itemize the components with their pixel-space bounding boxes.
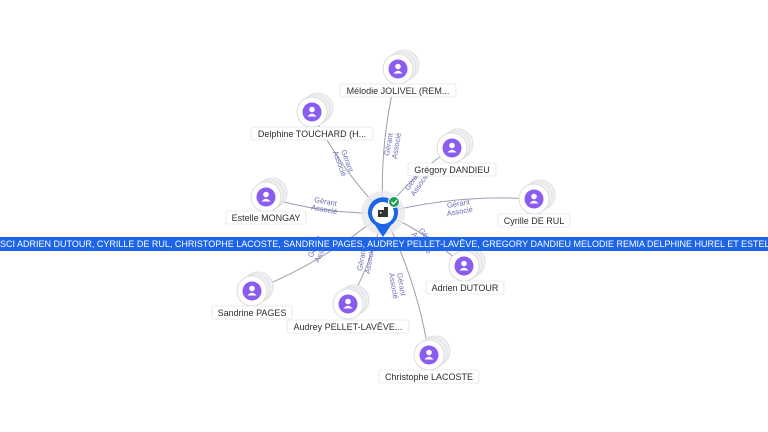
check-badge-icon [388,196,400,208]
role-associe: Associé [387,272,400,299]
person-icon [256,187,276,207]
person-node-estelle[interactable]: Estelle MONGAY [225,177,307,225]
person-icon [302,102,322,122]
role-gerant: Gérant [382,131,395,156]
person-icon [419,345,439,365]
role-gerant: Gérant [314,195,339,208]
company-name: SCI ADRIEN DUTOUR, CYRILLE DE RUL, CHRIS… [0,239,768,249]
person-name: Cyrille DE RUL [504,216,565,226]
person-icon [388,59,408,79]
person-icon [442,138,462,158]
company-node[interactable] [361,191,405,237]
role-gerant: Gérant [355,246,368,271]
person-name: Delphine TOUCHARD (H... [258,129,366,139]
role-associe: Associé [363,247,376,274]
person-name: Adrien DUTOUR [432,283,499,293]
person-icon [242,281,262,301]
person-icon [524,189,544,209]
person-name: Christophe LACOSTE [385,372,473,382]
building-icon [378,207,388,217]
person-name: Grégory DANDIEU [414,165,490,175]
person-icon [454,256,474,276]
person-node-melodie[interactable]: Mélodie JOLIVEL (REM... [339,49,457,98]
person-node-gregory[interactable]: Grégory DANDIEU [407,128,497,177]
person-icon [338,294,358,314]
company-name-banner[interactable]: SCI ADRIEN DUTOUR, CYRILLE DE RUL, CHRIS… [0,237,768,251]
person-name: Mélodie JOLIVEL (REM... [347,86,450,96]
person-name: Audrey PELLET-LAVÊVE... [294,322,403,332]
person-node-cyrille[interactable]: Cyrille DE RUL [497,179,571,228]
role-associe: Associé [311,203,338,216]
person-node-sandrine[interactable]: Sandrine PAGES [211,271,293,320]
person-name: Estelle MONGAY [232,213,301,223]
person-name: Sandrine PAGES [218,308,287,318]
person-node-delphine[interactable]: Delphine TOUCHARD (H... [250,92,374,141]
role-gerant: Gérant [446,197,471,210]
role-associe: Associé [390,132,403,159]
role-associe: Associé [446,205,473,218]
person-node-christophe[interactable]: Christophe LACOSTE [378,335,480,384]
role-gerant: Gérant [395,272,408,297]
person-node-audrey[interactable]: Audrey PELLET-LAVÊVE... [286,284,410,334]
person-node-adrien[interactable]: Adrien DUTOUR [425,246,505,295]
